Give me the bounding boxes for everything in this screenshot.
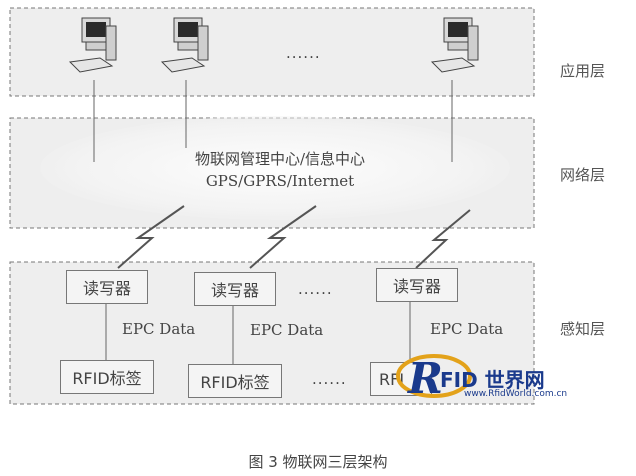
epc-data-label: EPC Data [430, 320, 504, 338]
logo-letter: R [408, 354, 443, 403]
reader-ellipsis: ...... [298, 280, 333, 298]
application-layer-label: 应用层 [560, 62, 606, 80]
logo-url: www.RfidWorld.com.cn [464, 389, 568, 399]
reader-box: 读写器 [376, 268, 458, 302]
epc-data-label: EPC Data [122, 320, 196, 338]
epc-data-label: EPC Data [250, 321, 324, 339]
rfid-tag-box: RFID标签 [60, 360, 154, 394]
rfidworld-logo: R FID 世界网 www.RfidWorld.com.cn [394, 352, 568, 404]
network-layer-label: 网络层 [560, 166, 606, 184]
lightning-icon [117, 205, 185, 269]
perception-layer-label: 感知层 [560, 320, 606, 338]
lightning-icon [249, 205, 317, 269]
network-center-subtitle: GPS/GPRS/Internet [205, 172, 355, 190]
reader-box: 读写器 [194, 272, 276, 306]
tag-ellipsis: ...... [312, 370, 347, 388]
figure-caption: 图 3 物联网三层架构 [248, 453, 388, 471]
computer-icon [430, 17, 479, 73]
network-cloud [40, 116, 510, 220]
logo-brand: FID 世界网 [440, 368, 545, 392]
logo-swoosh [396, 354, 472, 398]
computer-icon [160, 17, 209, 73]
rfid-tag-box: RFID标签 [188, 364, 282, 398]
reader-box: 读写器 [66, 270, 148, 304]
network-center-title: 物联网管理中心/信息中心 [194, 150, 366, 168]
application-ellipsis: ...... [286, 44, 321, 62]
lightning-icon [415, 209, 471, 269]
computer-icon [68, 17, 117, 73]
